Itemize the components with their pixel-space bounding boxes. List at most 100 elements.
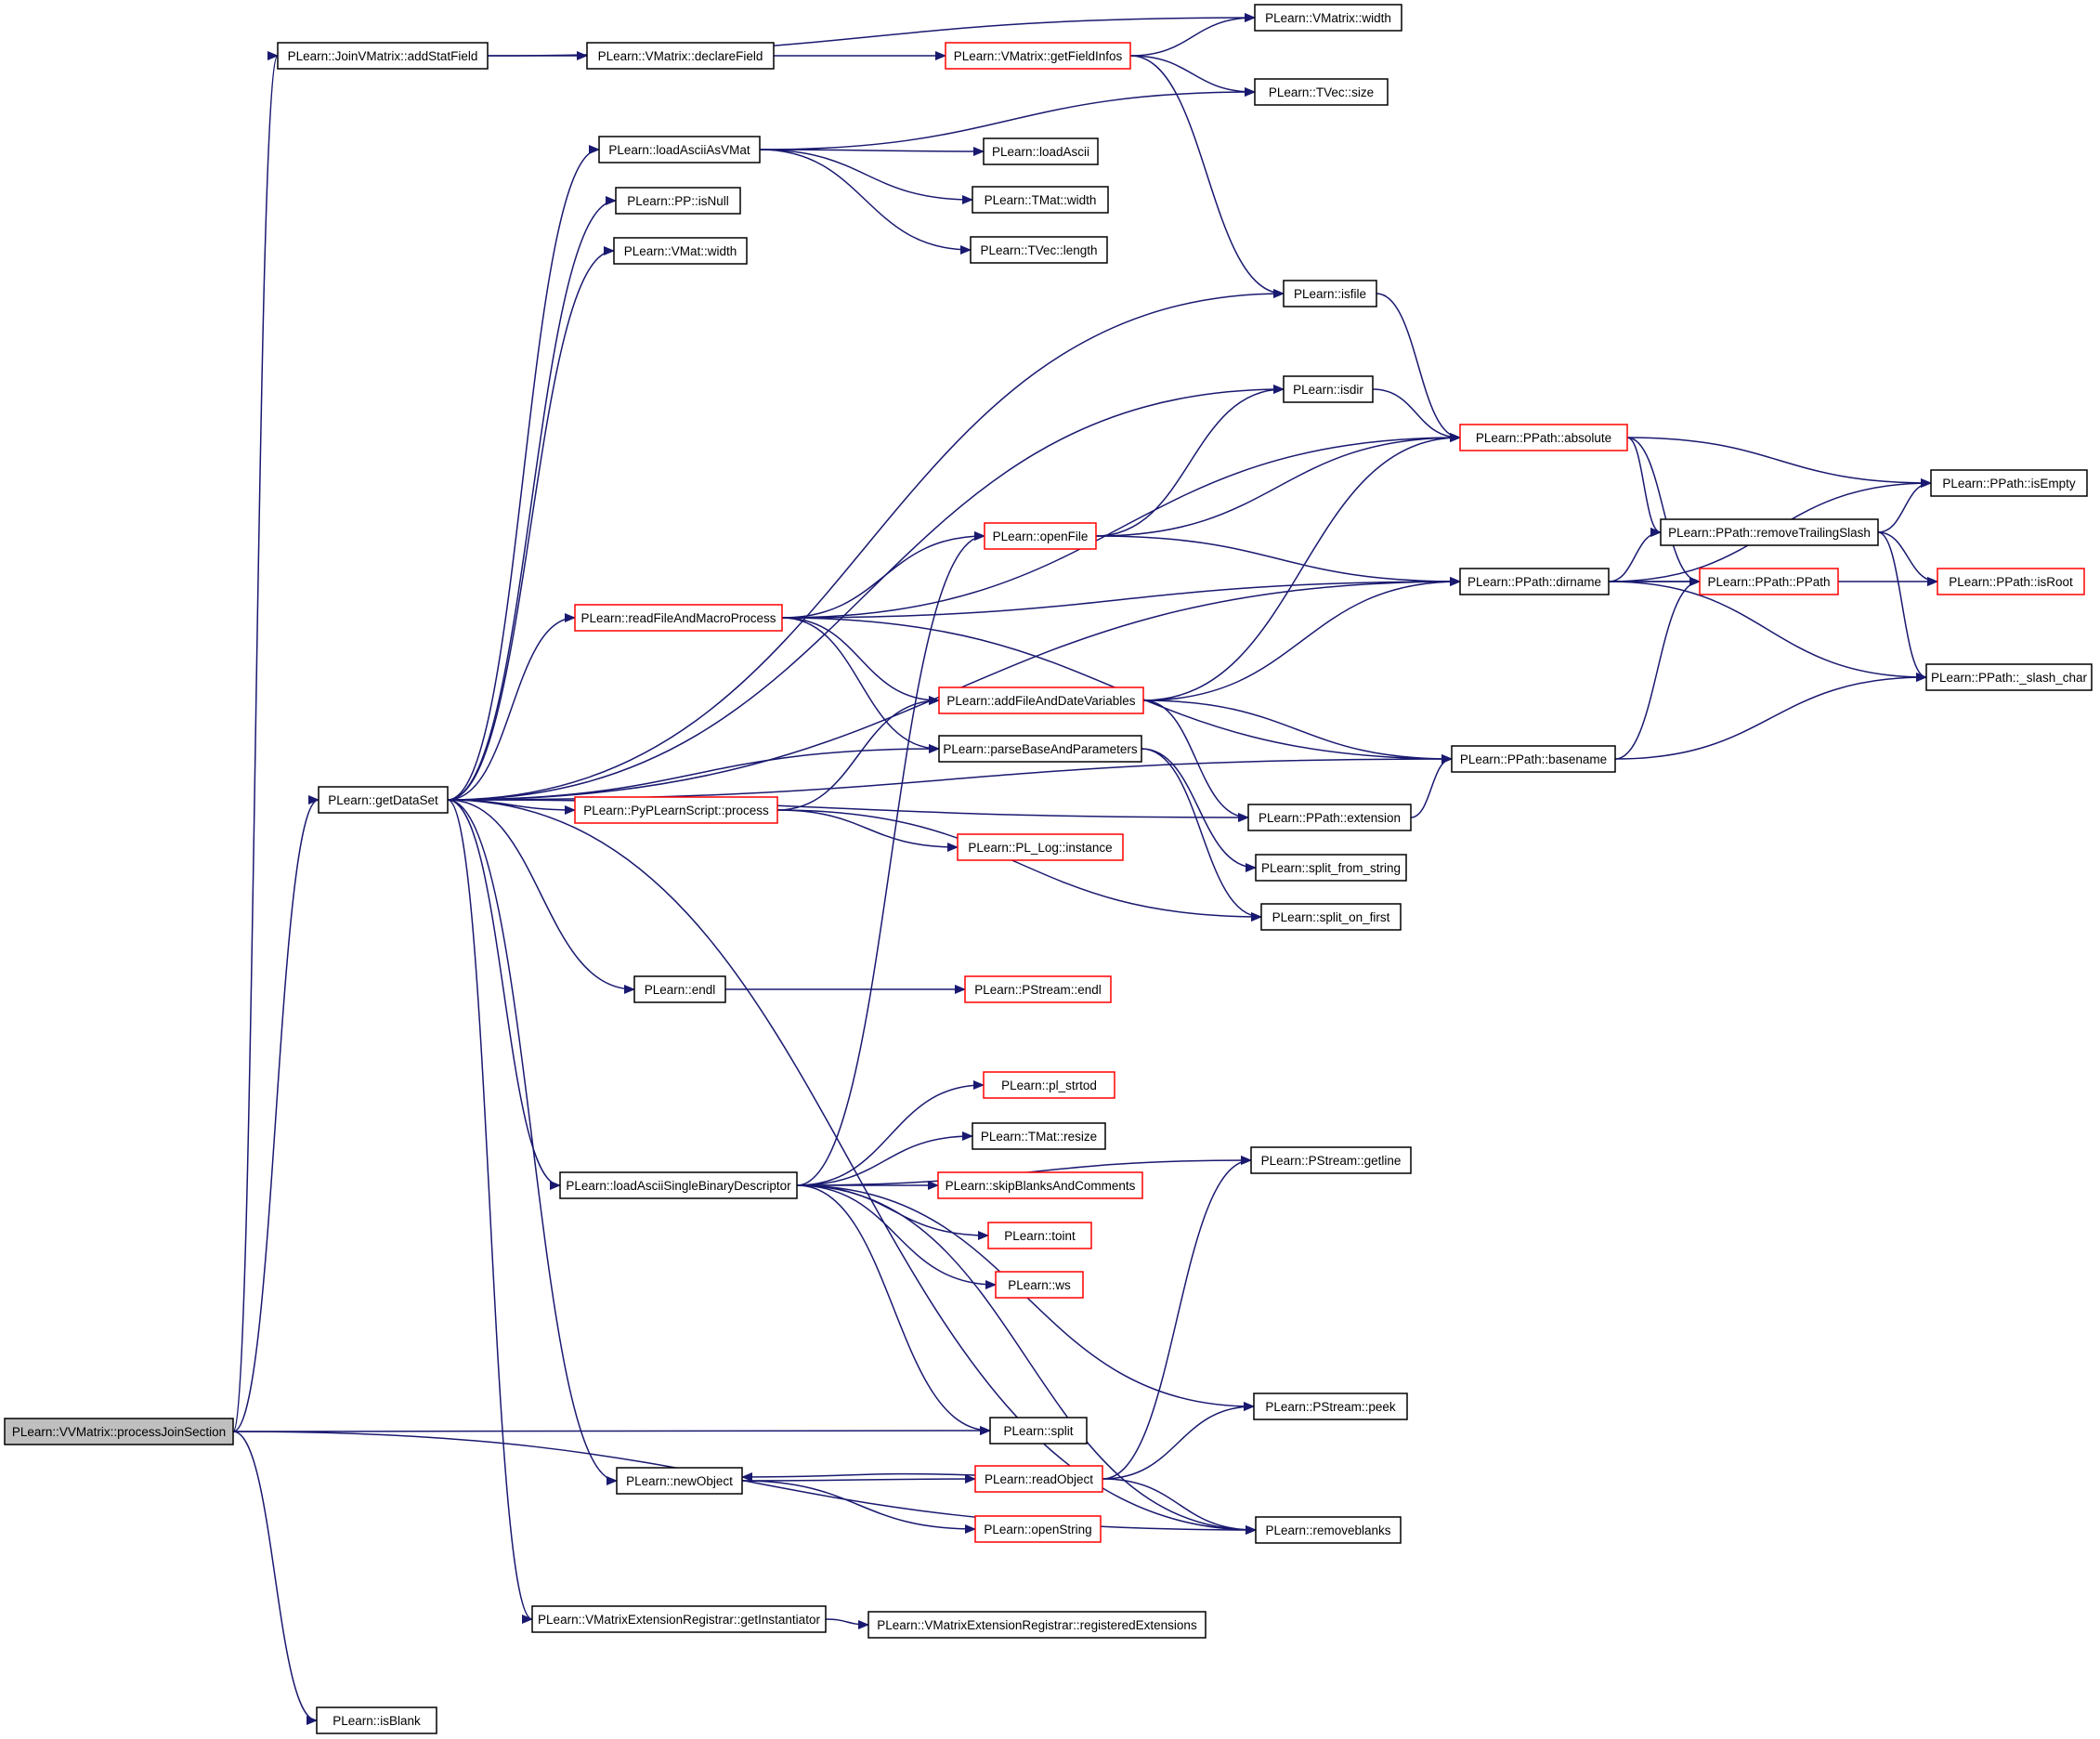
node-box: [633, 975, 726, 1003]
edge-absolute-to-isEmpty: [1626, 437, 1932, 488]
node-getDataSet[interactable]: PLearn::getDataSet: [318, 786, 449, 814]
node-isEmpty[interactable]: PLearn::PPath::isEmpty: [1930, 469, 2088, 497]
node-label: PLearn::openString: [984, 1523, 1091, 1536]
node-box: [4, 1418, 234, 1445]
edge-loadAsciiAsVMat-to-tmat_width: [759, 149, 973, 204]
node-slash_char[interactable]: PLearn::PPath::_slash_char: [1925, 663, 2093, 691]
node-getInstantiator[interactable]: PLearn::VMatrixExtensionRegistrar::getIn…: [531, 1605, 827, 1633]
node-getFieldInfos[interactable]: PLearn::VMatrix::getFieldInfos: [945, 42, 1131, 70]
node-label: PLearn::skipBlanksAndComments: [946, 1179, 1136, 1193]
edge-layer: [232, 13, 1938, 1725]
node-openFile[interactable]: PLearn::openFile: [984, 522, 1097, 550]
node-label: PLearn::getDataSet: [328, 793, 438, 807]
node-removeblanks[interactable]: PLearn::removeblanks: [1255, 1516, 1402, 1544]
node-pp_isNull[interactable]: PLearn::PP::isNull: [615, 187, 741, 215]
node-split[interactable]: PLearn::split: [989, 1417, 1088, 1445]
node-split_from_string[interactable]: PLearn::split_from_string: [1255, 854, 1407, 882]
edge-basename-to-ppath: [1614, 577, 1701, 760]
edge-getDataSet-to-newObject: [447, 799, 618, 1485]
node-label: PLearn::VMatrixExtensionRegistrar::getIn…: [538, 1613, 820, 1627]
node-box: [1283, 375, 1374, 403]
node-tvec_length[interactable]: PLearn::TVec::length: [970, 236, 1108, 264]
node-declareField[interactable]: PLearn::VMatrix::declareField: [586, 42, 775, 70]
node-removeTrailingSlash[interactable]: PLearn::PPath::removeTrailingSlash: [1660, 518, 1879, 546]
node-split_on_first[interactable]: PLearn::split_on_first: [1260, 903, 1402, 931]
edge-readObject-to-getline: [1102, 1156, 1252, 1480]
node-endl[interactable]: PLearn::endl: [633, 975, 726, 1003]
node-isfile[interactable]: PLearn::isfile: [1283, 280, 1377, 307]
edge-loadAsciiSingle-to-split: [796, 1184, 991, 1435]
edge-absolute-to-removeTrailingSlash: [1626, 437, 1662, 537]
edge-loadAsciiAsVMat-to-tvec_length: [759, 149, 972, 255]
node-tmat_resize[interactable]: PLearn::TMat::resize: [972, 1122, 1106, 1150]
node-box: [970, 236, 1108, 264]
edge-getFieldInfos-to-vmatrix_width: [1129, 13, 1256, 57]
node-layer: PLearn::VVMatrix::processJoinSectionPLea…: [4, 4, 2093, 1734]
edge-loadAsciiSingle-to-tmat_resize: [796, 1131, 973, 1186]
node-newObject[interactable]: PLearn::newObject: [616, 1467, 743, 1495]
node-getline[interactable]: PLearn::PStream::getline: [1250, 1146, 1412, 1174]
node-peek[interactable]: PLearn::PStream::peek: [1253, 1393, 1408, 1420]
node-label: PLearn::PPath::extension: [1259, 811, 1401, 825]
node-isBlank[interactable]: PLearn::isBlank: [316, 1706, 437, 1734]
node-box: [987, 1222, 1092, 1249]
edge-openFile-to-dirname: [1095, 535, 1461, 586]
node-openString[interactable]: PLearn::openString: [974, 1515, 1102, 1543]
node-box: [937, 1171, 1143, 1199]
node-label: PLearn::loadAsciiSingleBinaryDescriptor: [566, 1179, 791, 1193]
node-pl_strtod[interactable]: PLearn::pl_strtod: [983, 1071, 1115, 1099]
node-extension[interactable]: PLearn::PPath::extension: [1247, 804, 1412, 831]
node-isRoot[interactable]: PLearn::PPath::isRoot: [1937, 568, 2085, 595]
node-tmat_width[interactable]: PLearn::TMat::width: [972, 186, 1109, 214]
edge-root-to-getDataSet: [232, 795, 320, 1432]
node-pyprocess[interactable]: PLearn::PyPLearnScript::process: [574, 796, 778, 824]
node-label: PLearn::isfile: [1294, 287, 1366, 301]
node-parseBaseAndParameters[interactable]: PLearn::parseBaseAndParameters: [938, 735, 1142, 763]
node-loadAscii[interactable]: PLearn::loadAscii: [983, 137, 1099, 165]
node-box: [989, 1417, 1088, 1445]
node-box: [972, 186, 1109, 214]
node-loadAsciiSingle[interactable]: PLearn::loadAsciiSingleBinaryDescriptor: [559, 1171, 798, 1199]
edge-readFileAndMacroProcess-to-addFileAndDateVariables: [781, 617, 940, 705]
node-label: PLearn::TVec::length: [980, 243, 1097, 257]
node-box: [983, 137, 1099, 165]
edge-dirname-to-removeTrailingSlash: [1608, 528, 1662, 582]
node-label: PLearn::split_on_first: [1272, 910, 1390, 924]
node-label: PLearn::PStream::peek: [1265, 1400, 1396, 1414]
node-basename[interactable]: PLearn::PPath::basename: [1451, 745, 1616, 773]
node-absolute[interactable]: PLearn::PPath::absolute: [1459, 424, 1628, 451]
node-loadAsciiAsVMat[interactable]: PLearn::loadAsciiAsVMat: [598, 136, 761, 163]
node-pl_log_instance[interactable]: PLearn::PL_Log::instance: [957, 833, 1124, 861]
edge-basename-to-slash_char: [1614, 673, 1927, 760]
node-addStatField[interactable]: PLearn::JoinVMatrix::addStatField: [277, 42, 489, 70]
edge-pyprocess-to-split_on_first: [776, 809, 1262, 922]
edge-getDataSet-to-loadAsciiSingle: [447, 799, 561, 1190]
node-readObject[interactable]: PLearn::readObject: [974, 1465, 1103, 1493]
edge-readObject-to-peek: [1102, 1402, 1255, 1480]
node-isdir[interactable]: PLearn::isdir: [1283, 375, 1374, 403]
node-readFileAndMacroProcess[interactable]: PLearn::readFileAndMacroProcess: [574, 604, 783, 632]
edge-getFieldInfos-to-tvec_size: [1129, 55, 1256, 97]
node-skipBlanks[interactable]: PLearn::skipBlanksAndComments: [937, 1171, 1143, 1199]
node-label: PLearn::readObject: [985, 1472, 1093, 1486]
edge-getDataSet-to-readFileAndMacroProcess: [447, 613, 576, 801]
node-toint[interactable]: PLearn::toint: [987, 1222, 1092, 1249]
node-label: PLearn::VMat::width: [624, 244, 737, 258]
node-ppath[interactable]: PLearn::PPath::PPath: [1699, 568, 1839, 595]
node-pstream_endl[interactable]: PLearn::PStream::endl: [964, 975, 1112, 1003]
node-ws[interactable]: PLearn::ws: [995, 1271, 1084, 1299]
node-addFileAndDateVariables[interactable]: PLearn::addFileAndDateVariables: [938, 686, 1144, 714]
node-vmatrix_width[interactable]: PLearn::VMatrix::width: [1254, 4, 1402, 32]
node-tvec_size[interactable]: PLearn::TVec::size: [1254, 78, 1389, 106]
node-label: PLearn::VMatrix::width: [1265, 11, 1391, 25]
node-dirname[interactable]: PLearn::PPath::dirname: [1459, 568, 1610, 595]
node-box: [984, 522, 1097, 550]
edge-openFile-to-absolute: [1095, 433, 1461, 537]
node-root[interactable]: PLearn::VVMatrix::processJoinSection: [4, 1418, 234, 1445]
edge-addFileAndDateVariables-to-extension: [1142, 700, 1249, 822]
node-box: [613, 237, 748, 265]
node-box: [1255, 1516, 1402, 1544]
node-registeredExtensions[interactable]: PLearn::VMatrixExtensionRegistrar::regis…: [867, 1611, 1207, 1639]
node-vmat_width[interactable]: PLearn::VMat::width: [613, 237, 748, 265]
